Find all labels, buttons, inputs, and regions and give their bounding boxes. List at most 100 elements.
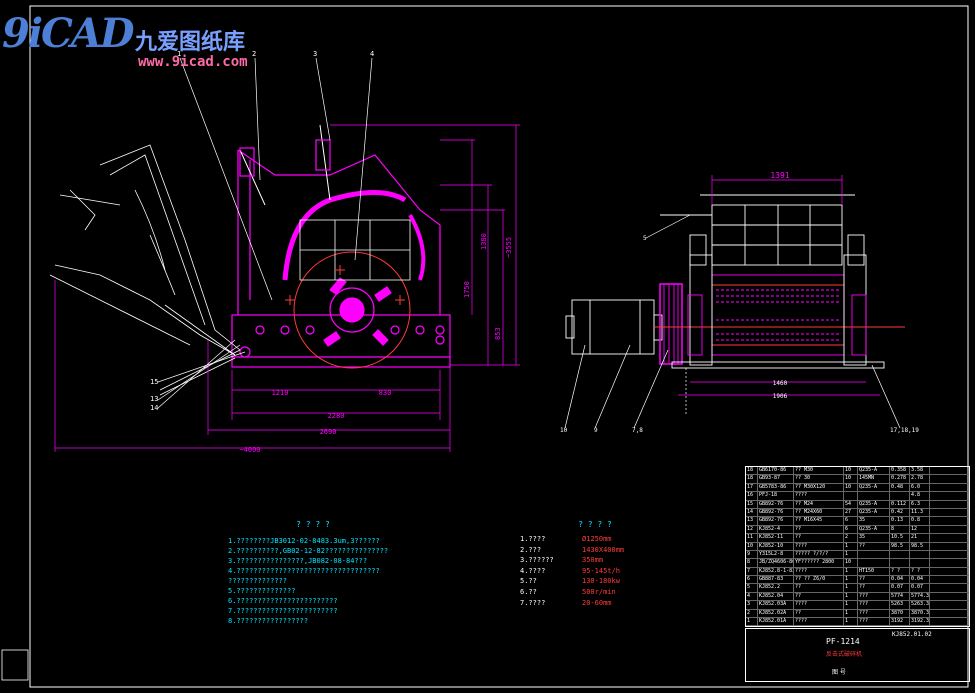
bom-cell: GB892-76 [758,517,794,525]
bom-cell: 1 [844,567,858,576]
dim-1380: 1380 [480,233,488,250]
bom-cell: KJ852.8-1-83 [759,567,794,576]
bom-cell: 3870.3 [911,609,930,618]
bom-cell: GB887-83 [758,576,794,584]
dim-853: 853 [494,327,502,340]
bom-cell: ???? [794,542,844,550]
bom-cell: 12 [910,525,930,534]
dim-3555: ~3555 [505,237,513,258]
callout-2: 2 [252,50,256,58]
technical-notes: ? ? ? ? 1.????????JB3012-02-8483.3um,3??… [228,520,398,626]
bom-cell: 54 [844,500,858,508]
note-line: 3.????????????????,JB082-08-84??? [228,557,368,565]
note-line: 4.?????????????????????????????????? [228,567,380,575]
bom-cell: 1 [844,609,858,618]
dim-4000: ~4000 [239,446,260,454]
bom-cell: 7 [746,567,758,576]
param-value: Ø1250mm [582,535,612,543]
bom-cell: 3192.3 [911,618,930,626]
bom-cell: 1 [844,601,858,609]
param-key: 5.?? [520,577,537,586]
bom-cell: ???? [794,567,844,576]
site-watermark: 9iCAD 九爱图纸库 www.9icad.com [0,6,300,78]
end-view-leaders [564,214,901,429]
bom-cell [910,550,930,559]
dim-1391: 1391 [770,171,789,180]
bom-cell: 5 [746,584,758,592]
bom-cell: 4.8 [910,492,930,500]
end-view-dimensions [678,175,880,396]
end-view-machine [565,194,905,369]
bom-cell: 145MN [858,475,890,483]
left-binding-strip [1,649,29,681]
bom-cell: 15 [746,500,758,508]
bom-cell: KJ852.01A [758,618,794,626]
param-row: 5.?? 130-180kw [520,577,670,588]
bom-cell: ?? M30 [794,467,844,475]
bom-cell: ?? [794,592,844,601]
bom-cell: ?? [858,584,890,592]
bom-cell: 3870 [890,609,910,618]
callout-13: 13 [150,395,158,403]
bom-cell: Q235-A [858,508,890,517]
bom-cell: KJ852.03A [758,601,794,609]
bom-cell: 3192 [890,618,910,626]
bom-cell: 1 [844,618,858,626]
technical-parameters: ? ? ? ? 1.????Ø1250mm 2.???1430X400mm 3.… [520,520,670,609]
bom-cell: 0.48 [890,483,910,492]
side-view-leaders [157,57,373,409]
bom-cell: PFJ-18 [758,492,794,500]
param-key: 3.?????? [520,556,554,565]
callout-9: 9 [594,427,598,434]
drawing-subtitle: 反击式破碎机 [826,651,863,658]
bom-cell: 9 [746,550,758,559]
callout-4: 4 [370,50,374,58]
param-key: 4.???? [520,566,546,575]
end-view-callouts: 5 10 9 7,8 17,18,19 [560,235,919,434]
bom-cell: Q235-A [858,467,890,475]
bom-cell: Q235-A [858,483,890,492]
bom-cell: GB892-76 [758,508,794,517]
bom-cell: ? ? [910,567,930,576]
side-view-callouts: 1 2 3 4 15 13 14 [150,50,374,412]
bom-cell: 18 [746,475,758,483]
params-heading: ? ? ? ? [578,520,612,529]
callout-7-8: 7,8 [632,427,643,434]
rotor-body [711,274,845,356]
param-value: 130-180kw [582,577,620,586]
callout-10: 10 [560,427,568,434]
bom-cell: 98.5 [890,542,910,550]
bom-cell [890,559,910,567]
notes-heading: ? ? ? ? [296,520,330,529]
bom-cell: ???? [794,601,844,609]
bom-cell: 10 [844,467,858,475]
param-row: 4.????95-145t/h [520,567,670,578]
bom-cell: 11 [746,534,758,542]
bom-cell: KJ852.2 [758,584,794,592]
callout-1: 1 [177,50,181,58]
bom-cell: 5263.3 [911,601,930,609]
bom-cell: 0.42 [890,508,910,517]
param-row: 1.???? Ø1250mm [520,535,670,546]
bom-cell: 1 [746,618,758,626]
bom-cell: GB6170-86 [758,467,794,475]
dim-830: 830 [379,389,392,397]
dim-1750: 1750 [463,281,471,298]
bom-cell: 16 [746,492,758,500]
param-key: 1.???? [520,535,546,543]
bom-cell: 0.8 [910,517,930,525]
bom-cell: 27 [844,508,858,517]
bom-cell: ???? [794,492,844,500]
bom-cell: ?? [794,534,844,542]
bom-cell: ??? [858,592,890,601]
bom-cell: Y315L2-8 [758,550,794,559]
callout-3: 3 [313,50,317,58]
